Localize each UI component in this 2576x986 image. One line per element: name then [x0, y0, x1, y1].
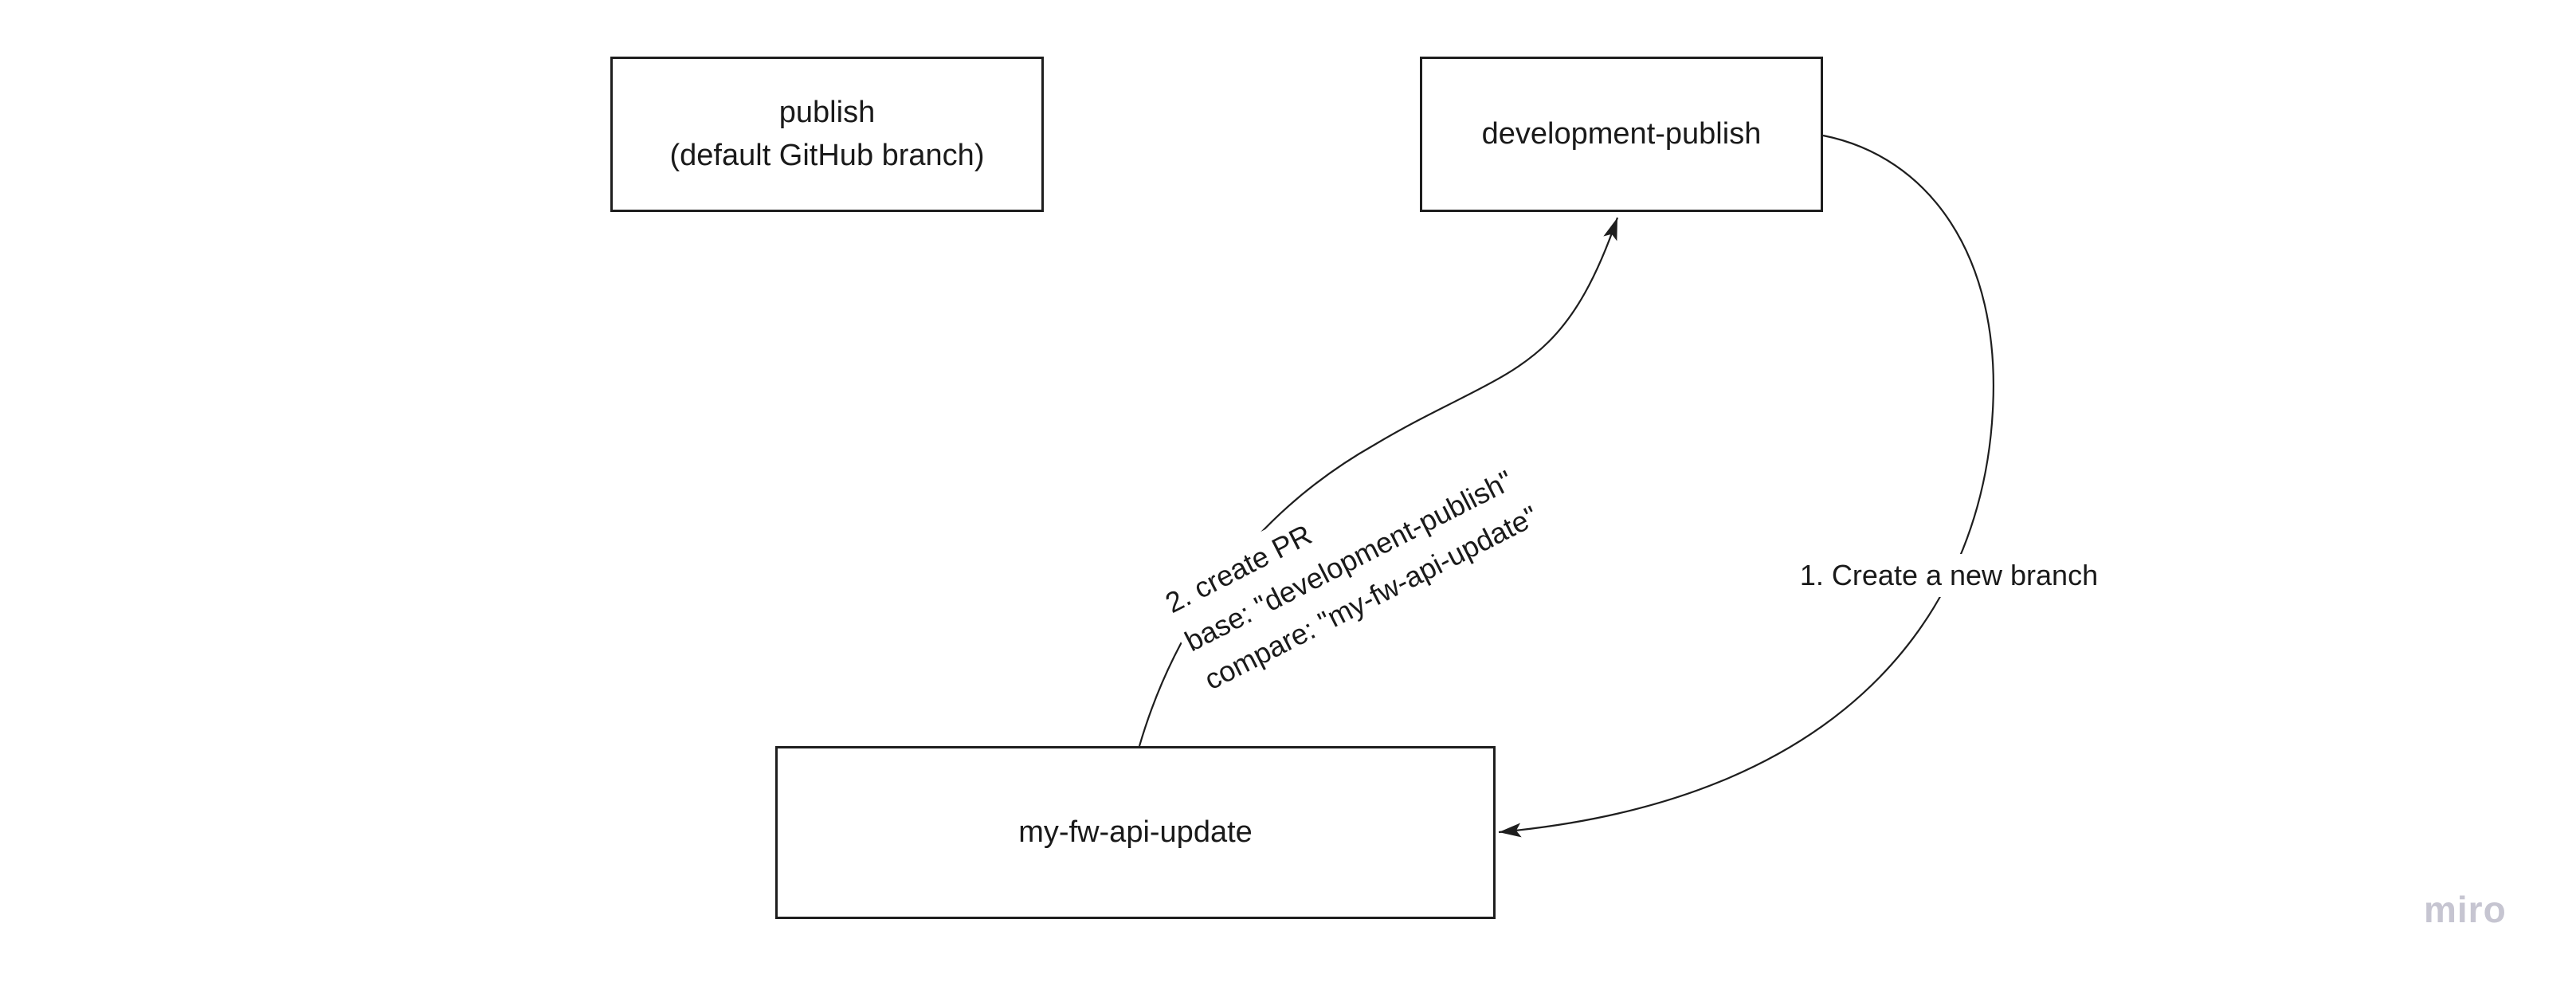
miro-logo: miro: [2424, 889, 2507, 930]
shape-label-line: my-fw-api-update: [1018, 815, 1253, 849]
shape-publish-branch[interactable]: publish (default GitHub branch): [610, 57, 1044, 212]
connector-create-branch[interactable]: [1498, 134, 1994, 838]
shape-label-line: publish: [778, 95, 876, 129]
shape-my-fw-api-update-branch[interactable]: my-fw-api-update: [775, 746, 1496, 919]
shape-label-line: development-publish: [1481, 116, 1762, 151]
shape-label-line: (default GitHub branch): [669, 138, 985, 172]
shape-development-publish-branch[interactable]: development-publish: [1420, 57, 1823, 212]
connector-caption-create-branch[interactable]: 1. Create a new branch: [1790, 554, 2108, 597]
